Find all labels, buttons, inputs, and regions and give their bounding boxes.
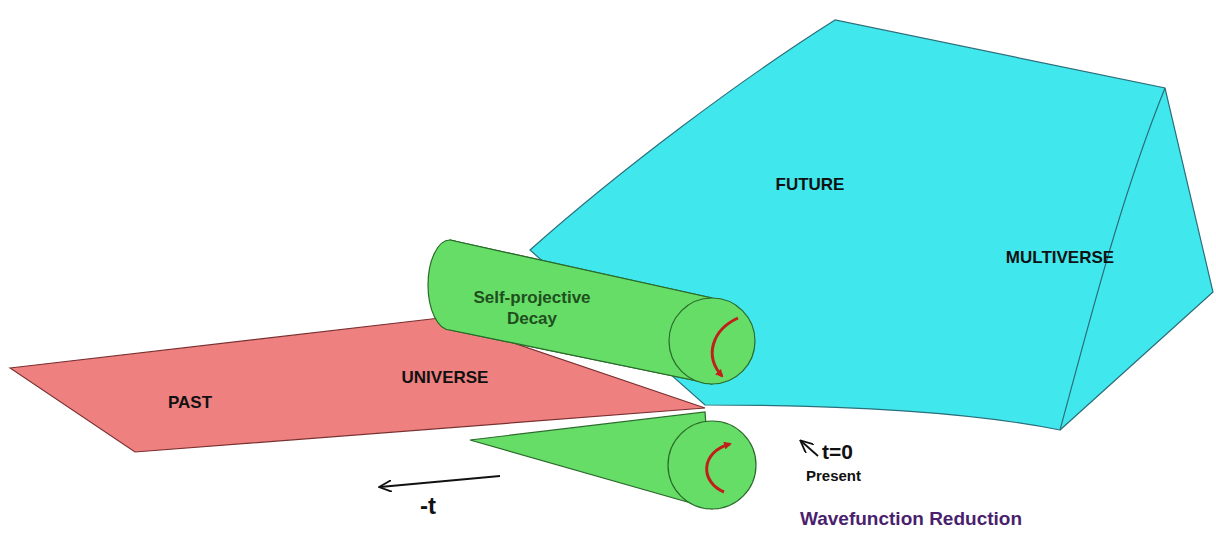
time-label: Present: [806, 467, 861, 484]
time-label: t=0: [822, 440, 853, 464]
roller-label: Self-projective Decay: [457, 287, 607, 330]
shape-part: [669, 298, 755, 384]
region-label: MULTIVERSE: [1006, 247, 1114, 268]
region-label: FUTURE: [776, 174, 845, 195]
future-sheet: FUTURE MULTIVERSE: [520, 12, 1216, 437]
future-sheet-shape: [520, 12, 1216, 437]
time-arrow: [380, 476, 500, 487]
region-label: UNIVERSE: [402, 367, 489, 388]
axis-label: -t: [420, 492, 436, 520]
decay-roller: Self-projective Decay: [420, 232, 765, 392]
roller-end: [668, 421, 756, 509]
decay-roller-shape: [420, 232, 765, 392]
shape-part: [712, 318, 738, 376]
pointer-arrow: [801, 441, 818, 456]
process-label: Wavefunction Reduction: [800, 508, 1022, 530]
shape-part: [10, 318, 705, 452]
rotation-arrow: [707, 444, 730, 492]
shape-part: [530, 20, 1213, 430]
region-label: PAST: [168, 392, 212, 413]
